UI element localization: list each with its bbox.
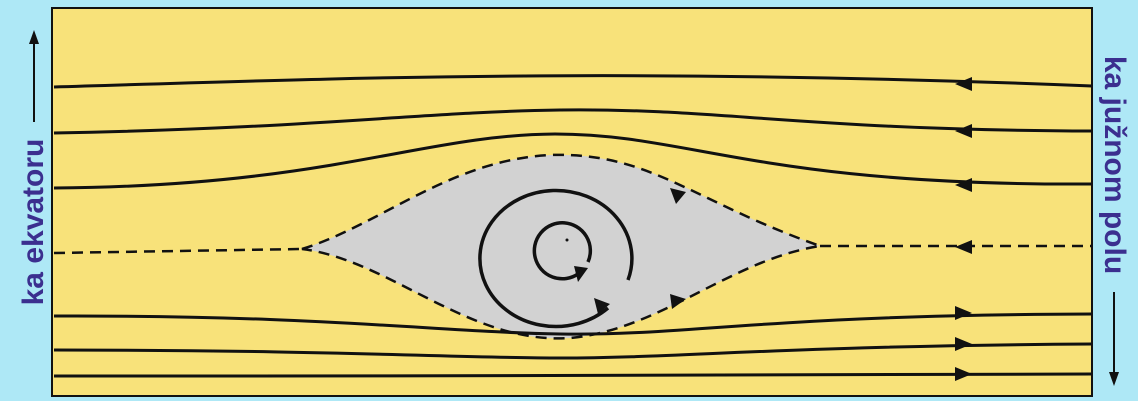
label-toward-south-pole: ka južnom polu (1099, 56, 1129, 274)
arrow-down-icon (1109, 292, 1119, 386)
arrow-up-icon (29, 30, 39, 122)
label-toward-equator: ka ekvatoru (19, 139, 49, 306)
eddy-center-dot (566, 239, 569, 242)
